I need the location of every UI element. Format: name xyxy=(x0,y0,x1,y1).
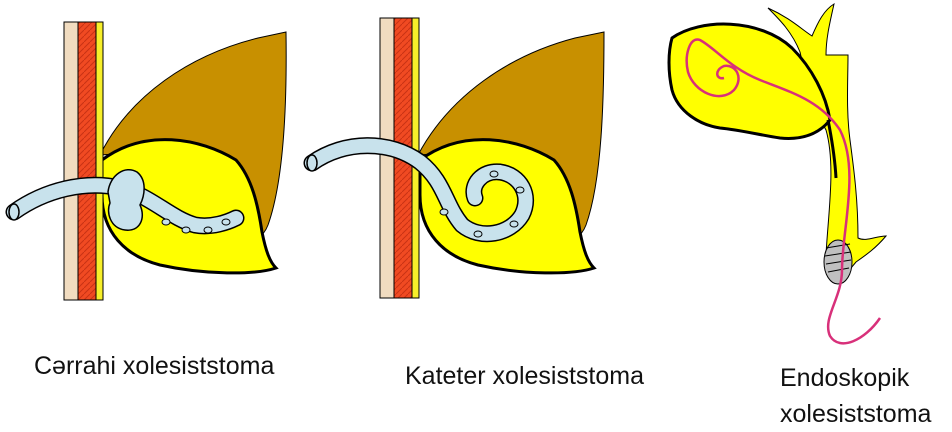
skin-layer-1 xyxy=(64,22,78,300)
caption-endoscopic: Endoskopik xolesiststoma xyxy=(780,360,931,432)
abdominal-wall-1 xyxy=(64,22,103,300)
caption-surgical: Cərrahi xolesiststoma xyxy=(34,350,274,382)
muscle-layer-1 xyxy=(78,22,96,300)
skin-layer-2 xyxy=(380,18,394,298)
nasobiliary-stent xyxy=(824,240,852,284)
surgical-panel xyxy=(9,22,286,300)
fat-layer-1 xyxy=(96,22,103,300)
caption-endoscopic-line2: xolesiststoma xyxy=(780,396,931,432)
balloon-1 xyxy=(108,170,144,230)
caption-catheter: Kateter xolesiststoma xyxy=(405,360,644,392)
caption-endoscopic-line1: Endoskopik xyxy=(780,360,931,396)
catheter-panel xyxy=(307,18,604,298)
endoscopic-panel xyxy=(669,4,886,343)
